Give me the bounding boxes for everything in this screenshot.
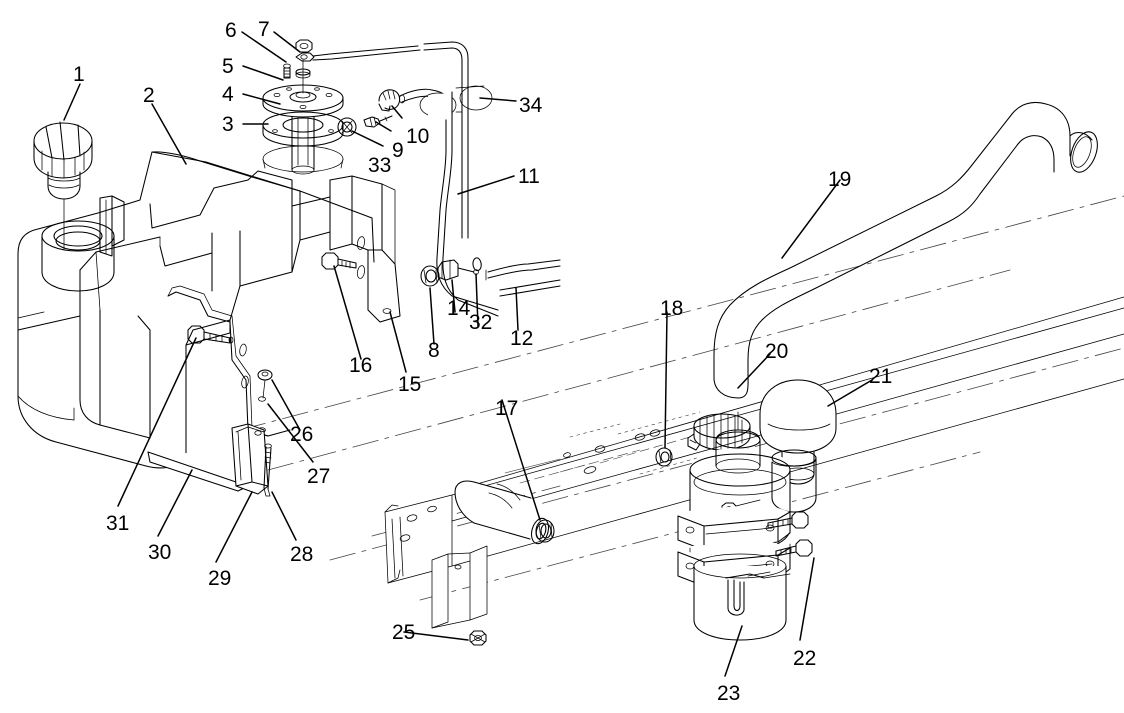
callout-16[interactable]: 16 (349, 354, 373, 377)
callout-29[interactable]: 29 (208, 567, 232, 590)
fuel-cap (33, 120, 93, 251)
callout-1[interactable]: 1 (73, 63, 85, 86)
leader-lines (63, 31, 873, 677)
callout-3[interactable]: 3 (222, 113, 234, 136)
hose-clamp-20 (687, 413, 751, 451)
callout-26[interactable]: 26 (290, 423, 314, 446)
callout-32[interactable]: 32 (469, 311, 493, 334)
callout-34[interactable]: 34 (519, 94, 543, 117)
callout-4[interactable]: 4 (222, 83, 234, 106)
air-cleaner-23 (677, 411, 817, 641)
callout-25[interactable]: 25 (392, 621, 416, 644)
bracket-hardware (187, 252, 357, 402)
callout-6[interactable]: 6 (225, 19, 237, 42)
fuel-sender-assembly (262, 39, 421, 175)
callout-27[interactable]: 27 (307, 465, 331, 488)
callout-2[interactable]: 2 (143, 84, 155, 107)
callout-10[interactable]: 10 (406, 125, 430, 148)
callout-21[interactable]: 21 (869, 365, 893, 388)
hex-bolts-22 (767, 511, 813, 557)
callout-14[interactable]: 14 (447, 297, 471, 320)
callout-15[interactable]: 15 (398, 373, 422, 396)
callout-9[interactable]: 9 (392, 139, 404, 162)
callout-22[interactable]: 22 (793, 647, 817, 670)
lock-nut-17 (535, 519, 555, 543)
callout-12[interactable]: 12 (510, 327, 534, 350)
callout-7[interactable]: 7 (258, 18, 270, 41)
callout-11[interactable]: 11 (518, 165, 540, 188)
callout-31[interactable]: 31 (106, 512, 130, 535)
callout-33[interactable]: 33 (368, 154, 392, 177)
tank-support (147, 423, 272, 497)
callout-28[interactable]: 28 (290, 543, 314, 566)
callout-5[interactable]: 5 (222, 55, 234, 78)
callout-23[interactable]: 23 (717, 682, 741, 705)
exhaust-tube-19 (713, 101, 1098, 399)
fuel-hose-11 (419, 41, 499, 317)
fuel-tank (17, 151, 401, 469)
lock-nut-18 (655, 447, 673, 467)
pre-cleaner-21 (759, 379, 837, 485)
callout-18[interactable]: 18 (660, 297, 684, 320)
callout-30[interactable]: 30 (148, 541, 172, 564)
callout-19[interactable]: 19 (828, 168, 852, 191)
callout-8[interactable]: 8 (428, 339, 440, 362)
flange-nut-25 (469, 630, 487, 646)
fuel-filter-group (420, 257, 561, 297)
callout-20[interactable]: 20 (765, 340, 789, 363)
callout-17[interactable]: 17 (495, 397, 519, 420)
fuel-fittings (337, 88, 433, 137)
